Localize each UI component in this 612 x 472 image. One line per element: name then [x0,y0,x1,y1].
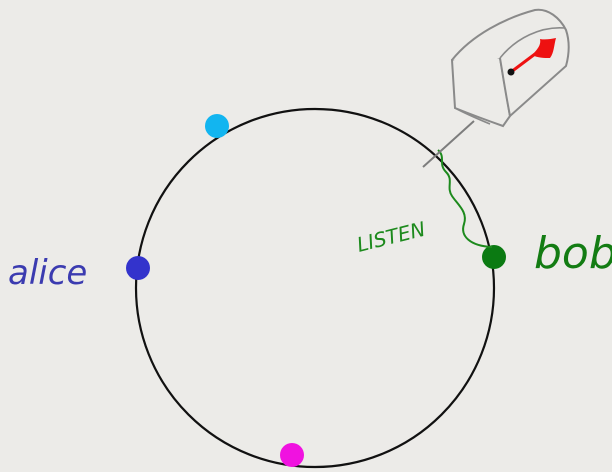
mailbox-post [423,121,474,167]
listen-label: LISTEN [354,217,427,257]
node-bottom [280,443,304,467]
bob-label: bob [534,228,612,279]
ring [136,109,494,467]
node-top [205,114,229,138]
node-alice [126,256,150,280]
node-bob [482,245,506,269]
mailbox-icon [452,10,569,126]
alice-label: alice [8,253,87,293]
